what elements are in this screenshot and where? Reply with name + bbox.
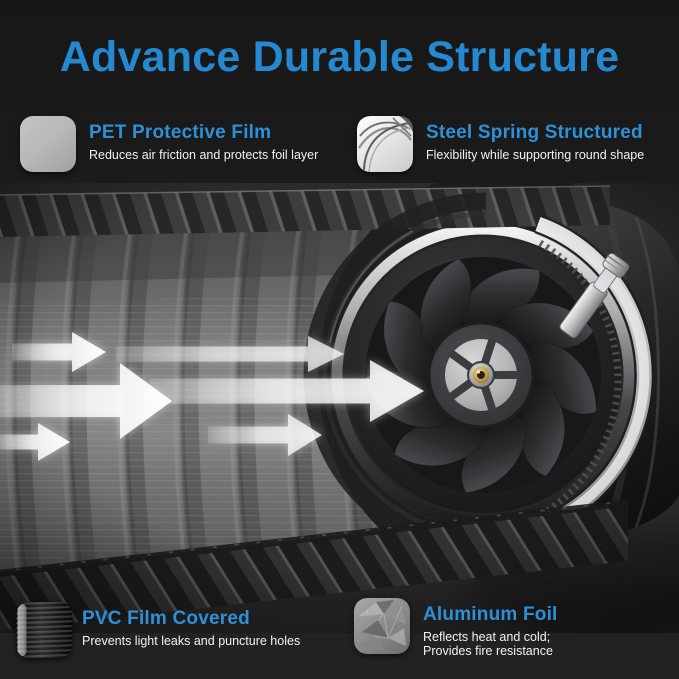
airflow-arrow	[0, 363, 172, 439]
airflow-arrow	[116, 336, 344, 372]
feature-desc-line2: Provides fire resistance	[423, 644, 553, 658]
airflow-arrows	[0, 332, 424, 461]
feature-pet-protective-film: PET Protective Film Reduces air friction…	[20, 116, 318, 172]
feature-pvc-film-covered: PVC Film Covered Prevents light leaks an…	[16, 602, 300, 658]
feature-title: Steel Spring Structured	[426, 122, 643, 143]
airflow-arrow	[150, 360, 424, 422]
feature-desc: Prevents light leaks and puncture holes	[82, 634, 301, 648]
page-title: Advance Durable Structure	[59, 33, 620, 81]
feature-title: PVC Film Covered	[82, 608, 250, 629]
pvc-ribbed-duct-icon	[16, 602, 72, 658]
airflow-arrow	[208, 414, 322, 456]
airflow-arrow	[12, 332, 106, 372]
pet-film-texture-icon	[20, 116, 76, 172]
feature-desc: Reduces air friction and protects foil l…	[89, 148, 319, 162]
feature-steel-spring-structured: Steel Spring Structured Flexibility whil…	[357, 116, 644, 172]
feature-title: Aluminum Foil	[423, 604, 558, 625]
duct-cutaway-illustration	[0, 183, 679, 633]
feature-desc: Reflects heat and cold;	[423, 630, 551, 644]
crumpled-aluminum-foil-icon	[354, 598, 410, 654]
feature-desc: Flexibility while supporting round shape	[426, 148, 645, 162]
feature-aluminum-foil: Aluminum Foil Reflects heat and cold; Pr…	[354, 598, 558, 658]
airflow-arrow	[0, 423, 70, 461]
steel-spring-icon	[357, 116, 413, 172]
feature-title: PET Protective Film	[89, 122, 272, 143]
